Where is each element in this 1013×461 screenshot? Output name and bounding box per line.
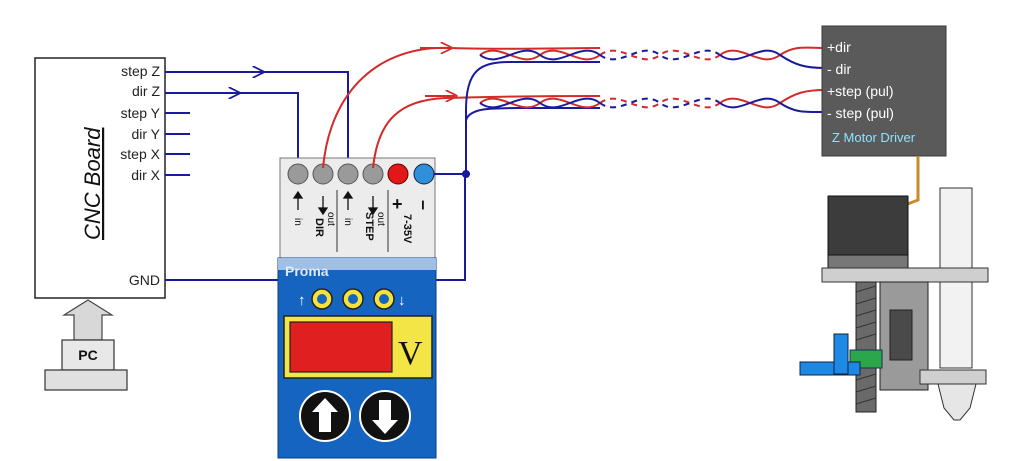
label-step-in: in xyxy=(342,218,353,226)
pc: PC xyxy=(44,299,128,391)
motor-cable xyxy=(904,156,920,207)
label-dir-in: in xyxy=(292,218,303,226)
cnc-board-title: CNC Board xyxy=(80,127,105,240)
wire-step-z xyxy=(165,71,349,168)
driver-input-minus-dir: - dir xyxy=(827,61,851,77)
wire-dir-z xyxy=(165,92,299,168)
brand-label: Proma xyxy=(285,263,329,279)
lcd-unit: V xyxy=(398,335,423,372)
terminal-dir-in[interactable] xyxy=(287,163,309,185)
z-motor-driver: +dir - dir +step (pul) - step (pul) Z Mo… xyxy=(821,25,947,157)
label-step: STEP xyxy=(363,212,375,241)
label-plus: + xyxy=(392,194,403,214)
wire-step-out xyxy=(372,95,601,169)
label-minus: – xyxy=(414,200,434,210)
label-voltage: 7-35V xyxy=(401,214,413,244)
pin-dir-z: dir Z xyxy=(132,83,160,99)
signal-converter-module: in DIR out in STEP out + 7-35V – Proma ↑… xyxy=(277,157,437,459)
z-axis-mechanism xyxy=(799,187,989,421)
arrow-down-glyph: ↓ xyxy=(398,292,406,309)
bottom-plate xyxy=(919,369,987,385)
pin-dir-x: dir X xyxy=(131,167,160,183)
label-dir: DIR xyxy=(313,218,325,237)
cnc-board: CNC Board step Z dir Z step Y dir Y step… xyxy=(34,57,190,299)
down-button[interactable] xyxy=(359,390,411,442)
twisted-pairs xyxy=(479,46,826,114)
bracket xyxy=(799,361,861,376)
pin-stubs xyxy=(165,112,190,176)
pin-dir-y: dir Y xyxy=(131,126,160,142)
pin-step-z: step Z xyxy=(121,63,160,79)
up-button[interactable] xyxy=(299,390,351,442)
driver-input-plus-step: +step (pul) xyxy=(827,83,894,99)
wire-gnd xyxy=(165,174,466,281)
input-wires xyxy=(165,71,466,281)
top-plate xyxy=(821,267,989,283)
terminal-step-in[interactable] xyxy=(337,163,359,185)
pin-gnd: GND xyxy=(129,272,160,288)
label-dir-out: out xyxy=(325,212,336,226)
driver-title: Z Motor Driver xyxy=(832,130,916,145)
pin-step-x: step X xyxy=(120,146,160,162)
arrow-up-glyph: ↑ xyxy=(298,292,306,309)
ground-wires xyxy=(434,61,600,178)
terminal-plus[interactable] xyxy=(387,163,409,185)
output-wires xyxy=(322,48,601,169)
nozzle xyxy=(937,383,977,421)
driver-input-minus-step: - step (pul) xyxy=(827,105,894,121)
pin-step-y: step Y xyxy=(121,105,161,121)
label-step-out: out xyxy=(375,212,386,226)
terminal-minus[interactable] xyxy=(413,163,435,185)
pc-label: PC xyxy=(78,347,97,363)
driver-input-plus-dir: +dir xyxy=(827,39,851,55)
